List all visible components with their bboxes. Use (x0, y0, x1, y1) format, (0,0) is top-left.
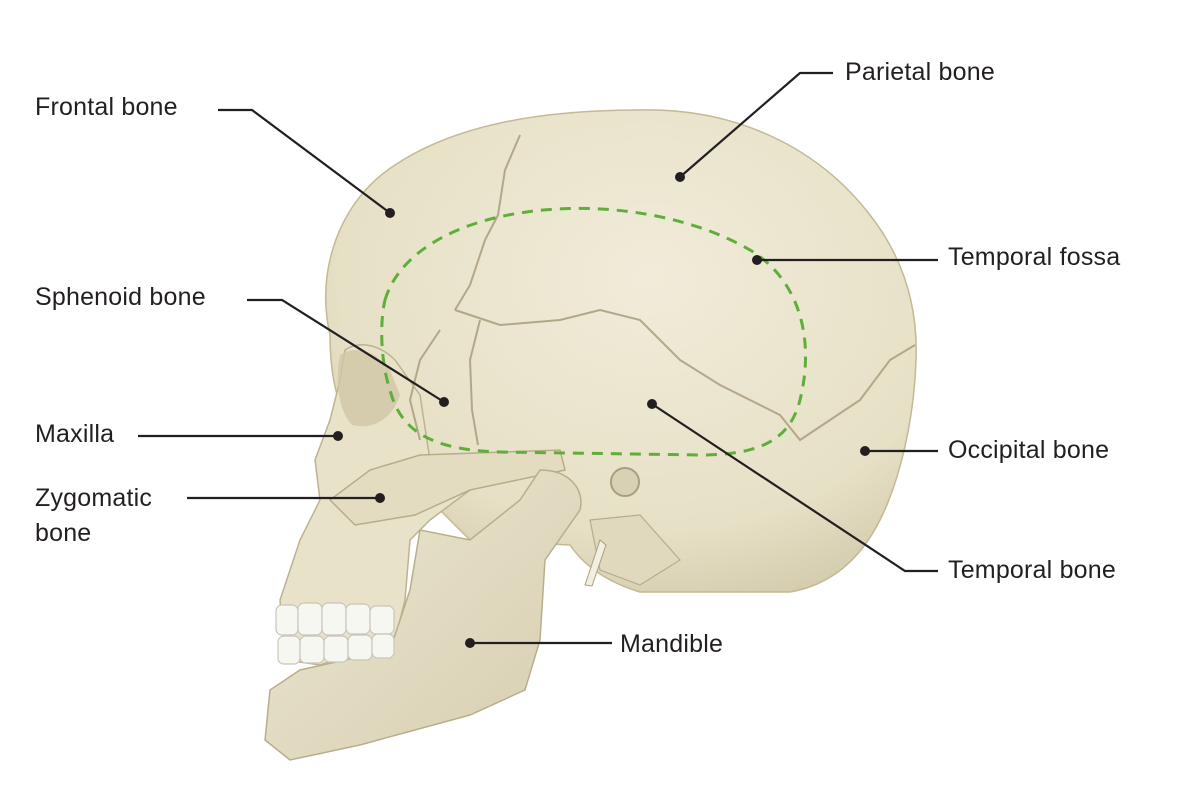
temporal-fossa-point (752, 255, 762, 265)
label-parietal-bone: Parietal bone (845, 58, 995, 86)
temporal-fossa-outline (380, 206, 807, 457)
label-maxilla: Maxilla (35, 420, 115, 448)
temporal-bone-point (647, 399, 657, 409)
teeth (275, 602, 395, 665)
zygomatic-point (375, 493, 385, 503)
label-temporal-fossa: Temporal fossa (948, 243, 1121, 271)
label-frontal-bone: Frontal bone (35, 93, 178, 121)
parietal-leader-line (679, 71, 833, 178)
temporal-bone-leader-line (651, 403, 938, 573)
label-zygomatic-line2: bone (35, 519, 92, 547)
frontal-point (385, 208, 395, 218)
sphenoid-leader-line (247, 298, 445, 403)
mandible-shape (264, 469, 582, 761)
label-temporal-bone: Temporal bone (948, 556, 1116, 584)
styloid-process (584, 539, 607, 587)
sutures (408, 134, 916, 446)
orbit-shadow (337, 350, 400, 427)
zygomatic-arch (328, 449, 566, 526)
parietal-point (675, 172, 685, 182)
label-sphenoid-bone: Sphenoid bone (35, 283, 206, 311)
occipital-point (860, 446, 870, 456)
maxilla-point (333, 431, 343, 441)
label-mandible: Mandible (620, 630, 724, 658)
external-acoustic-meatus (610, 467, 640, 497)
sphenoid-point (439, 397, 449, 407)
label-occipital-bone: Occipital bone (948, 436, 1110, 464)
label-zygomatic-line1: Zygomatic (35, 484, 153, 512)
frontal-leader-line (218, 108, 391, 214)
mandible-point (465, 638, 475, 648)
